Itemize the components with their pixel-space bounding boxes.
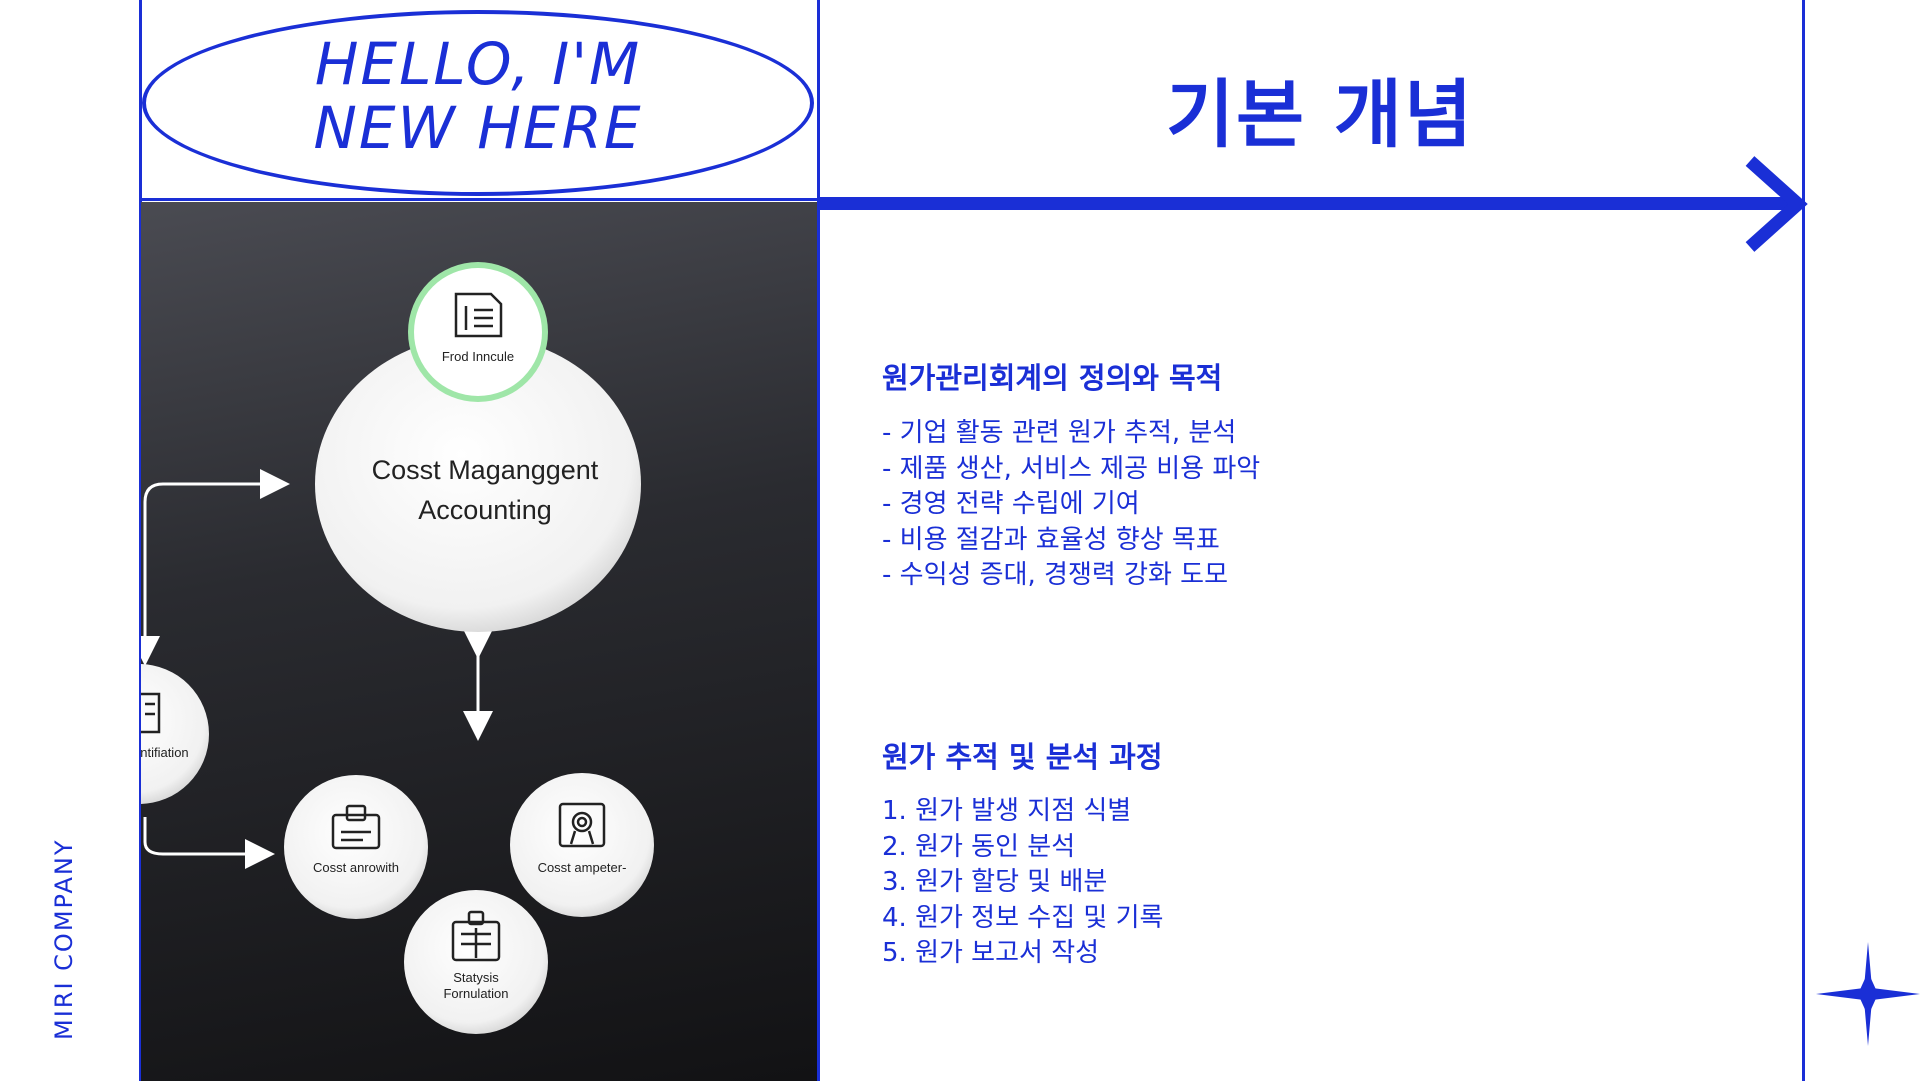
center-node-label-1: Cosst Maganggent bbox=[372, 455, 599, 485]
page-title: 기본 개념 bbox=[1165, 72, 1475, 158]
section-2-list: 1. 원가 발생 지점 식별 2. 원가 동인 분석 3. 원가 할당 및 배분… bbox=[882, 794, 1163, 972]
hello-text: HELLO, I'M NEW HERE bbox=[142, 32, 814, 160]
frame-line-top bbox=[139, 198, 819, 201]
frame-line-right bbox=[1802, 0, 1805, 1081]
list-item: - 경영 전략 수립에 기여 bbox=[882, 489, 1140, 519]
list-item: 5. 원가 보고서 작성 bbox=[882, 938, 1100, 968]
section-1-title: 원가관리회계의 정의와 목적 bbox=[882, 361, 1223, 395]
list-item: 1. 원가 발생 지점 식별 bbox=[882, 796, 1132, 826]
arrow-bar bbox=[818, 197, 1798, 210]
document-icon bbox=[454, 292, 503, 338]
sparkle-star-icon bbox=[1816, 942, 1920, 1046]
report-icon bbox=[141, 692, 161, 734]
list-item: 2. 원가 동인 분석 bbox=[882, 831, 1076, 862]
hello-oval bbox=[142, 10, 814, 196]
node-bottom-label-2: Fornulation bbox=[443, 986, 508, 1001]
node-bottom-label-1: Statysis bbox=[453, 970, 499, 985]
list-item: 4. 원가 정보 수집 및 기록 bbox=[882, 902, 1164, 933]
node-bottom-right: Cosst ampeter- bbox=[510, 773, 654, 917]
list-item: - 비용 절감과 효율성 향상 목표 bbox=[882, 524, 1220, 555]
center-node-label-2: Accounting bbox=[418, 495, 552, 525]
arrow-head-icon bbox=[1745, 156, 1808, 252]
connector-top-arrow bbox=[143, 469, 290, 652]
hello-line-2: NEW HERE bbox=[313, 94, 643, 162]
calculator-icon bbox=[451, 910, 501, 962]
connector-bottom-arrow bbox=[143, 817, 275, 869]
top-node: Frod Inncule bbox=[408, 262, 548, 402]
list-item: - 기업 활동 관련 원가 추적, 분석 bbox=[882, 418, 1237, 448]
section-2-title: 원가 추적 및 분석 과정 bbox=[882, 740, 1163, 774]
list-item: 3. 원가 할당 및 배분 bbox=[882, 867, 1108, 897]
node-bottom-right-label: Cosst ampeter- bbox=[538, 860, 627, 875]
id-card-icon bbox=[331, 804, 381, 850]
diagram-image: Cosst Maganggent Accounting Frod Inncule bbox=[141, 202, 817, 1081]
company-name: MIRI COMPANY bbox=[50, 838, 78, 1041]
node-bottom: Statysis Fornulation bbox=[404, 890, 548, 1034]
certificate-icon bbox=[558, 802, 606, 848]
top-node-label: Frod Inncule bbox=[442, 349, 514, 364]
hello-line-1: HELLO, I'M bbox=[314, 30, 642, 98]
list-item: - 제품 생산, 서비스 제공 비용 파악 bbox=[882, 453, 1261, 484]
node-bottom-left-label: Cosst anrowith bbox=[313, 860, 399, 875]
section-1-list: - 기업 활동 관련 원가 추적, 분석 - 제품 생산, 서비스 제공 비용 … bbox=[882, 416, 1260, 594]
frame-line-middle bbox=[817, 0, 820, 1081]
center-node: Cosst Maganggent Accounting bbox=[315, 336, 641, 632]
list-item: - 수익성 증대, 경쟁력 강화 도모 bbox=[882, 560, 1229, 590]
frame-line-left bbox=[139, 0, 142, 1081]
node-bottom-left: Cosst anrowith bbox=[284, 775, 428, 919]
